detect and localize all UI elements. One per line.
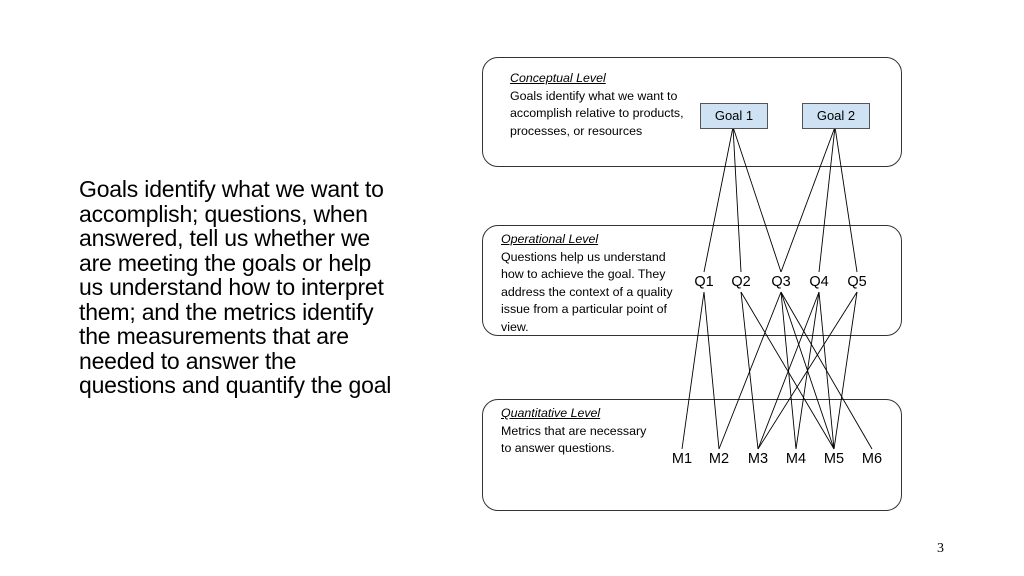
quantitative-level-description: Metrics that are necessary to answer que…: [501, 423, 647, 456]
question-node-q2: Q2: [731, 274, 751, 290]
description-text: identify the measurements that are neede…: [79, 298, 392, 398]
keyword-goals: Goals: [79, 176, 139, 202]
operational-level-title: Operational Level: [501, 232, 599, 246]
metric-node-m2: M2: [708, 451, 730, 467]
quantitative-level-text: Quantitative Level Metrics that are nece…: [501, 405, 651, 458]
page-number: 3: [937, 541, 944, 556]
question-node-q5: Q5: [847, 274, 867, 290]
description-text: , when answered, tell us whether we are …: [79, 200, 384, 325]
operational-level-text: Operational Level Questions help us unde…: [501, 231, 691, 336]
question-node-q4: Q4: [809, 274, 829, 290]
description-text: identify what we want to accomplish;: [79, 176, 384, 227]
question-node-q3: Q3: [771, 274, 791, 290]
metric-node-m5: M5: [823, 451, 845, 467]
conceptual-level-title: Conceptual Level: [510, 71, 606, 85]
metric-node-m1: M1: [671, 451, 693, 467]
quantitative-level-title: Quantitative Level: [501, 406, 601, 420]
keyword-metrics: metrics: [223, 298, 296, 325]
metric-node-m4: M4: [785, 451, 807, 467]
conceptual-level-text: Conceptual Level Goals identify what we …: [510, 70, 690, 140]
question-node-q1: Q1: [694, 274, 714, 290]
goal-1-node: Goal 1: [700, 103, 768, 129]
goal-2-node: Goal 2: [802, 103, 870, 129]
metric-node-m3: M3: [747, 451, 769, 467]
metric-node-m6: M6: [861, 451, 883, 467]
operational-level-description: Questions help us understand how to achi…: [501, 249, 673, 334]
keyword-questions: questions: [204, 200, 302, 227]
goals-questions-metrics-description: Goals identify what we want to accomplis…: [79, 177, 399, 398]
conceptual-level-description: Goals identify what we want to accomplis…: [510, 88, 684, 138]
